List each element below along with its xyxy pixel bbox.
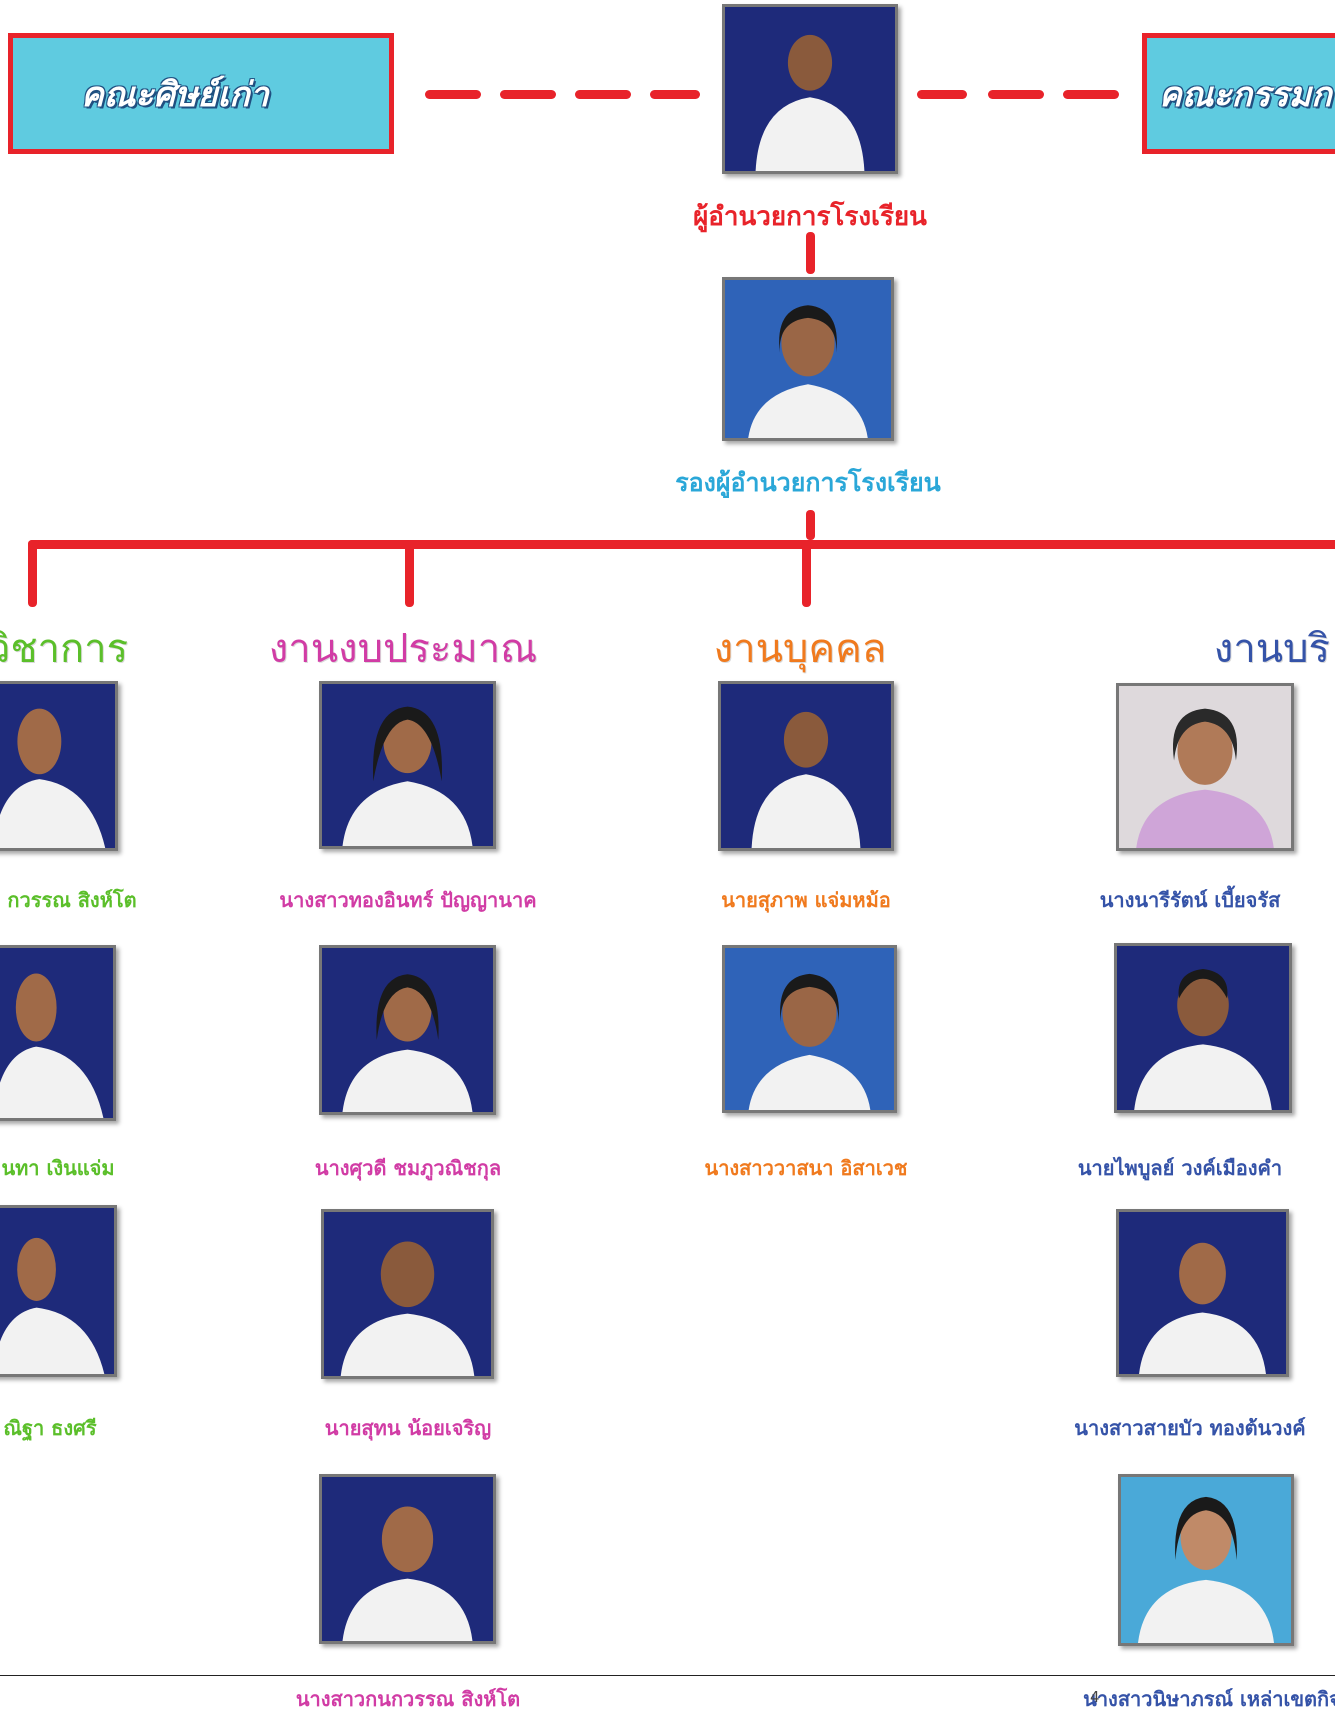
general-photo-4 [1118,1474,1294,1646]
budget-photo-3 [321,1209,494,1379]
heading-budget: งานงบประมาณ [268,626,538,672]
director-caption: ผู้อำนวยการโรงเรียน [693,202,927,232]
heading-general: งานบริ [1213,626,1330,672]
drop-budget [405,540,414,607]
personnel-photo-1 [718,681,894,851]
dash-left-3 [575,90,631,99]
budget-name-1: นางสาวทองอินทร์ ปัญญานาค [279,888,537,912]
director-deputy-connector [806,232,815,274]
dash-left-2 [500,90,556,99]
budget-name-3: นายสุทน น้อยเจริญ [324,1416,492,1440]
dash-right-1 [917,90,967,99]
budget-name-4: นางสาวกนกวรรณ สิงห์โต [295,1687,521,1711]
committee-box: คณะกรรมก [1142,33,1335,154]
heading-academic: วิชาการ [0,626,129,672]
dash-left-1 [425,90,481,99]
general-photo-2 [1114,943,1292,1113]
general-name-2: นายไพบูลย์ วงค์เมืองคำ [1077,1156,1283,1180]
director-photo [722,4,898,174]
personnel-name-2: นางสาววาสนา อิสาเวช [704,1156,908,1180]
committee-label: คณะกรรมก [1159,74,1332,115]
deputy-tree-connector [806,510,815,540]
budget-photo-1 [319,681,496,849]
academic-name-3: ณิฐา ธงศรี [3,1416,97,1440]
academic-name-2: นทา เงินแจ่ม [1,1156,115,1180]
general-name-4: นางสาวนิษาภรณ์ เหล่าเขตกิจ [1083,1687,1335,1711]
budget-photo-2 [319,945,496,1115]
personnel-name-1: นายสุภาพ แจ่มหม้อ [721,888,891,912]
alumni-box: คณะศิษย์เก่า [8,33,394,154]
drop-academic [28,540,37,607]
academic-photo-3 [0,1205,117,1377]
general-name-1: นางนารีรัตน์ เบี้ยจรัส [1099,888,1281,912]
general-photo-3 [1116,1209,1289,1377]
budget-photo-4 [319,1474,496,1644]
dash-right-3 [1063,90,1119,99]
heading-personnel: งานบุคคล [713,626,887,672]
drop-personnel [802,540,811,607]
academic-name-1: กวรรณ สิงห์โต [7,888,137,912]
general-name-3: นางสาวสายบัว ทองต้นวงค์ [1074,1416,1306,1440]
academic-photo-1 [0,681,118,851]
dash-left-4 [650,90,700,99]
footer-rule [0,1675,1335,1676]
general-photo-1 [1116,683,1294,851]
academic-photo-2 [0,945,116,1121]
personnel-photo-2 [722,945,897,1113]
tree-horizontal-line [28,540,1335,549]
dash-right-2 [988,90,1044,99]
deputy-photo [722,277,894,441]
deputy-caption: รองผู้อำนวยการโรงเรียน [675,468,941,497]
alumni-label: คณะศิษย์เก่า [81,74,269,115]
budget-name-2: นางศุวดี ชมภูวณิชกุล [314,1156,502,1180]
page-number: 4 [1090,1688,1100,1706]
